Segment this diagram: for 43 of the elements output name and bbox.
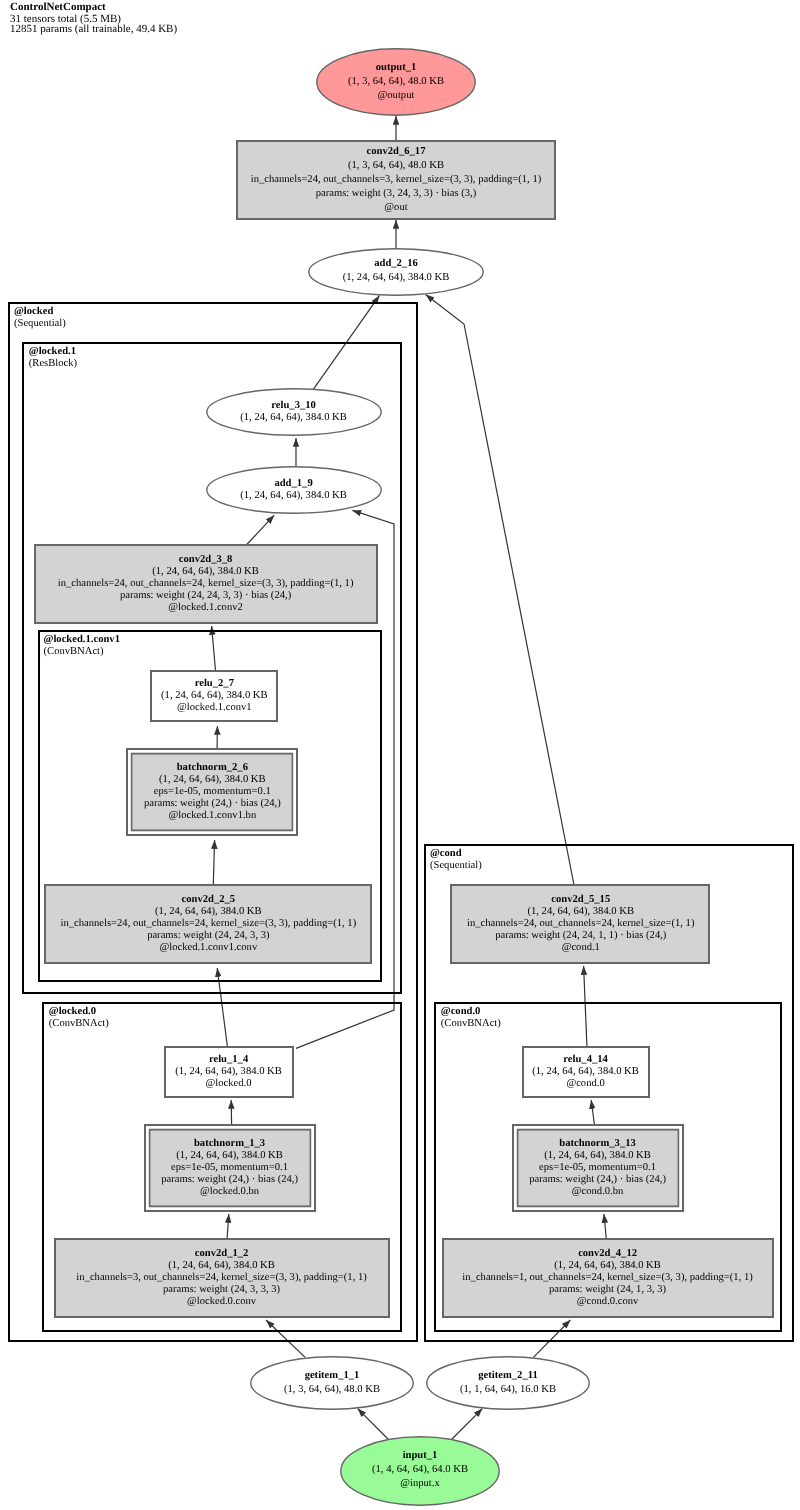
arrow [451,1408,483,1440]
arrow [224,1213,232,1241]
arrow [244,514,275,547]
arrow [601,1213,609,1241]
module-frame [42,1002,403,1333]
arrow [211,839,218,889]
layer-box [33,543,378,624]
arrow [425,294,575,887]
arrow [213,725,221,753]
arrow [580,965,588,1049]
layer-box [450,884,711,965]
module-frame [434,1002,783,1333]
arrow [295,509,395,1049]
layer-box [441,1237,774,1318]
arrow [357,1408,389,1440]
arrow [215,967,229,1049]
layer-box [521,1045,650,1098]
module-frame [37,629,382,982]
layer-box [44,884,373,965]
module-frame [8,302,418,1342]
layer-box [143,1123,316,1212]
tensor-ellipse [426,1356,590,1410]
tensor-ellipse [308,248,484,296]
input-ellipse [340,1436,500,1506]
arrow [312,295,380,391]
tensor-ellipse [250,1356,414,1410]
layer-box [511,1123,684,1212]
layer-box [126,748,299,837]
arrow [392,219,400,249]
layer-box [236,140,556,220]
module-frame [22,342,403,995]
arrow [392,115,400,141]
layer-box [163,1045,294,1098]
tensor-ellipse [205,465,382,514]
module-frame [424,844,794,1342]
arrow [292,437,300,469]
arrow [228,1099,235,1127]
layer-box [53,1237,390,1318]
arrow [209,625,217,675]
output-ellipse [316,48,476,116]
tensor-ellipse [205,387,382,436]
layer-box [150,670,279,723]
arrow [589,1099,596,1127]
